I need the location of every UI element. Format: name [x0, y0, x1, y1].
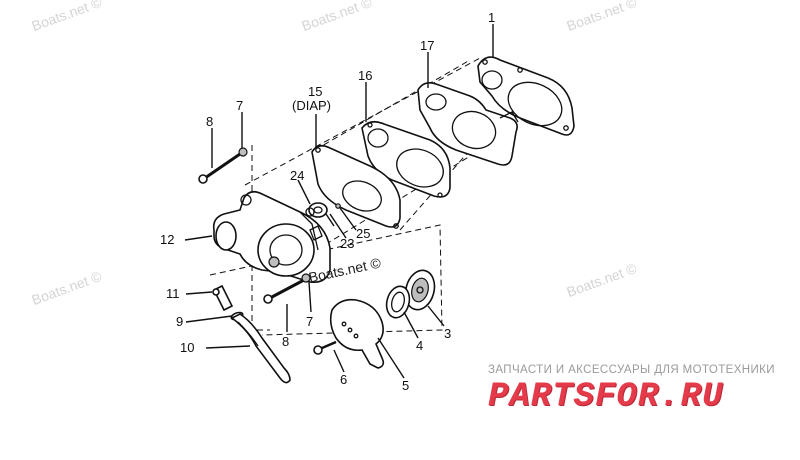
callout-24: 24 [290, 168, 304, 183]
valve-plate-part-3 [404, 269, 436, 311]
washer-part-7-lower [301, 273, 311, 283]
callout-8-lower: 8 [282, 334, 289, 349]
callout-7-upper: 7 [236, 98, 243, 113]
callout-12: 12 [160, 232, 174, 247]
leader-lines [184, 24, 494, 379]
brand-logo: PARTSFOR.RU [488, 378, 724, 416]
valve-housing-part-17 [417, 82, 519, 166]
callout-23: 23 [340, 236, 354, 251]
callout-6: 6 [340, 372, 347, 387]
callout-15: 15 [308, 84, 322, 99]
cover-part-5 [329, 298, 385, 369]
callout-1: 1 [488, 10, 495, 25]
seal-part-24 [305, 202, 328, 218]
callout-8-upper: 8 [206, 114, 213, 129]
gasket-part-16 [361, 120, 451, 198]
bolt-part-8-lower [263, 278, 305, 304]
callout-9: 9 [176, 314, 183, 329]
callout-5: 5 [402, 378, 409, 393]
gasket-ring-part-4 [385, 285, 411, 319]
diaphragm-part-15 [311, 144, 401, 229]
callout-3: 3 [444, 326, 451, 341]
callout-4: 4 [416, 338, 423, 353]
callout-15-sub: (DIAP) [292, 98, 331, 113]
callout-17: 17 [420, 38, 434, 53]
callout-labels: 1 17 16 15 (DIAP) 7 8 24 12 23 25 11 9 1… [160, 10, 495, 393]
bolt-part-8-upper [198, 152, 241, 184]
callout-25: 25 [356, 226, 370, 241]
small-parts-23-25 [325, 203, 341, 227]
pump-body-part-12 [212, 190, 331, 284]
washer-part-7-upper [238, 147, 248, 157]
callout-16: 16 [358, 68, 372, 83]
callout-7-lower: 7 [306, 314, 313, 329]
brand-tagline: ЗАПЧАСТИ И АКСЕССУАРЫ ДЛЯ МОТОТЕХНИКИ [488, 364, 775, 376]
callout-11: 11 [166, 286, 180, 301]
callout-10: 10 [180, 340, 194, 355]
gasket-part-1 [477, 56, 575, 136]
hose-part-10 [230, 313, 291, 384]
fitting-part-11 [212, 284, 234, 312]
screw-part-6 [313, 340, 337, 355]
